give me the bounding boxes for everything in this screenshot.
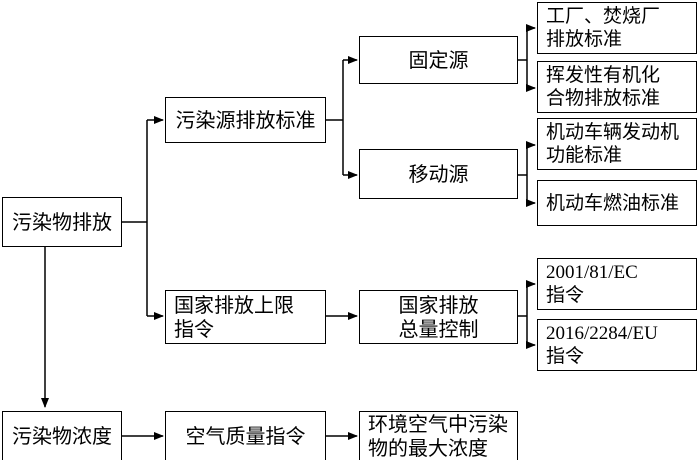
node-total-emission-control: 国家排放 总量控制: [359, 290, 518, 344]
node-air-quality-directive: 空气质量指令: [165, 411, 326, 460]
connector-directive-branch: [518, 284, 528, 345]
node-pollutant-concentration: 污染物浓度: [2, 411, 122, 460]
connector-mobile-branch: [518, 145, 528, 203]
connector-standard-branch: [326, 60, 344, 175]
node-pollutant-emission: 污染物排放: [2, 197, 122, 247]
connector-root-branch: [122, 120, 148, 316]
node-vehicle-fuel-standard: 机动车燃油标准: [537, 180, 697, 226]
connector-fixed-branch: [518, 28, 528, 88]
node-factory-incinerator: 工厂、焚烧厂 排放标准: [537, 2, 697, 54]
node-national-emission-ceiling: 国家排放上限 指令: [165, 290, 326, 344]
node-fixed-source: 固定源: [359, 36, 518, 84]
node-directive-2016-2284-eu: 2016/2284/EU 指令: [537, 319, 697, 371]
node-directive-2001-81-ec: 2001/81/EC 指令: [537, 258, 697, 310]
node-max-concentration: 环境空气中污染 物的最大浓度: [359, 411, 518, 460]
node-source-emission-standard: 污染源排放标准: [165, 97, 326, 143]
node-voc-standard: 挥发性有机化 合物排放标准: [537, 61, 697, 113]
node-mobile-source: 移动源: [359, 149, 518, 199]
node-vehicle-engine-standard: 机动车辆发动机 功能标准: [537, 118, 697, 170]
